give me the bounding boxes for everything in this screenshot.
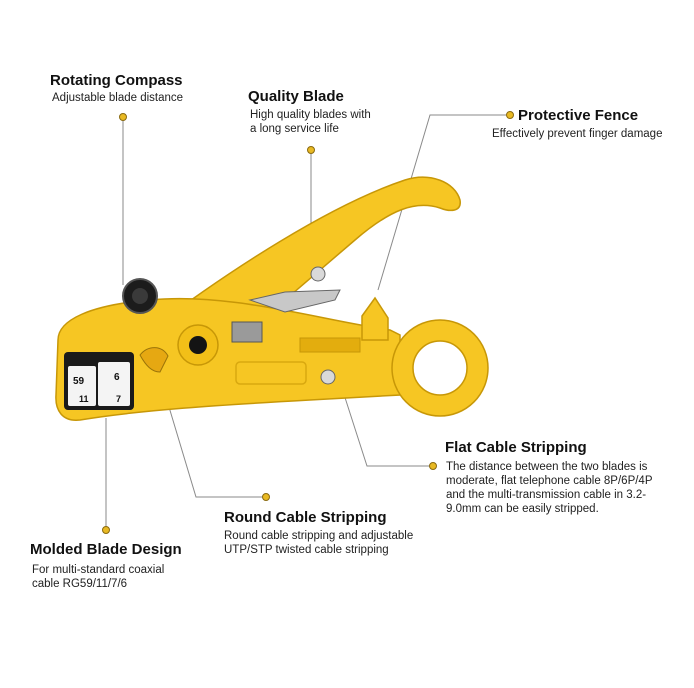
flat-cable-desc-line: moderate, flat telephone cable 8P/6P/4P	[446, 475, 653, 487]
flat-cable-slot	[299, 337, 361, 353]
callout-dot-round-cable	[262, 493, 270, 501]
head-label-59: 59	[73, 376, 85, 387]
callout-dot-molded-blade	[102, 526, 110, 534]
round-cable-stripping-title: Round Cable Stripping	[224, 509, 387, 526]
quality-blade-desc-line: a long service life	[250, 123, 339, 135]
callout-dot-rotating-compass	[119, 113, 127, 121]
molded-blade-design-desc: For multi-standard coaxial cable RG59/11…	[32, 563, 164, 591]
head-label-6: 6	[114, 372, 120, 383]
flat-cable-stripping-desc: The distance between the two blades is m…	[446, 460, 653, 516]
round-cable-notch	[139, 347, 169, 373]
leader-protective-fence	[377, 114, 510, 291]
quality-blade-title: Quality Blade	[248, 88, 344, 105]
head-label-7: 7	[116, 394, 121, 404]
screw-bottom	[320, 369, 336, 385]
protective-fence-desc: Effectively prevent finger damage	[492, 128, 663, 140]
screw-top	[310, 266, 326, 282]
callout-dot-protective-fence	[506, 111, 514, 119]
protective-fence-title: Protective Fence	[518, 107, 639, 124]
ring-hole	[412, 340, 468, 396]
flat-cable-desc-line: 9.0mm can be easily stripped.	[446, 503, 599, 515]
quality-blade-desc: High quality blades with a long service …	[250, 108, 371, 136]
protective-fence	[361, 296, 389, 341]
round-cable-stripping-desc: Round cable stripping and adjustable UTP…	[224, 529, 413, 557]
flat-cable-desc-line: The distance between the two blades is	[446, 461, 648, 473]
round-cable-desc-line: UTP/STP twisted cable stripping	[224, 544, 389, 556]
upper-lever	[147, 176, 461, 331]
molded-blade-desc-line: For multi-standard coaxial	[32, 564, 165, 576]
flat-cable-desc-line: and the multi-transmission cable in 3.2-	[446, 489, 647, 501]
head-label-11: 11	[79, 394, 89, 404]
flat-cable-stripping-title: Flat Cable Stripping	[445, 439, 587, 456]
leader-flat-cable	[339, 381, 433, 467]
molded-blade-desc-line: cable RG59/11/7/6	[32, 578, 128, 590]
rotating-compass-title: Rotating Compass	[50, 72, 183, 89]
quality-blade-desc-line: High quality blades with	[250, 109, 371, 121]
molded-blade-design-title: Molded Blade Design	[30, 541, 182, 558]
rotating-compass-desc: Adjustable blade distance	[52, 92, 184, 104]
round-cable-desc-line: Round cable stripping and adjustable	[224, 530, 414, 542]
leader-round-cable	[159, 376, 266, 498]
blade	[248, 289, 341, 313]
callout-dot-quality-blade	[307, 146, 315, 154]
callout-dot-flat-cable	[429, 462, 437, 470]
